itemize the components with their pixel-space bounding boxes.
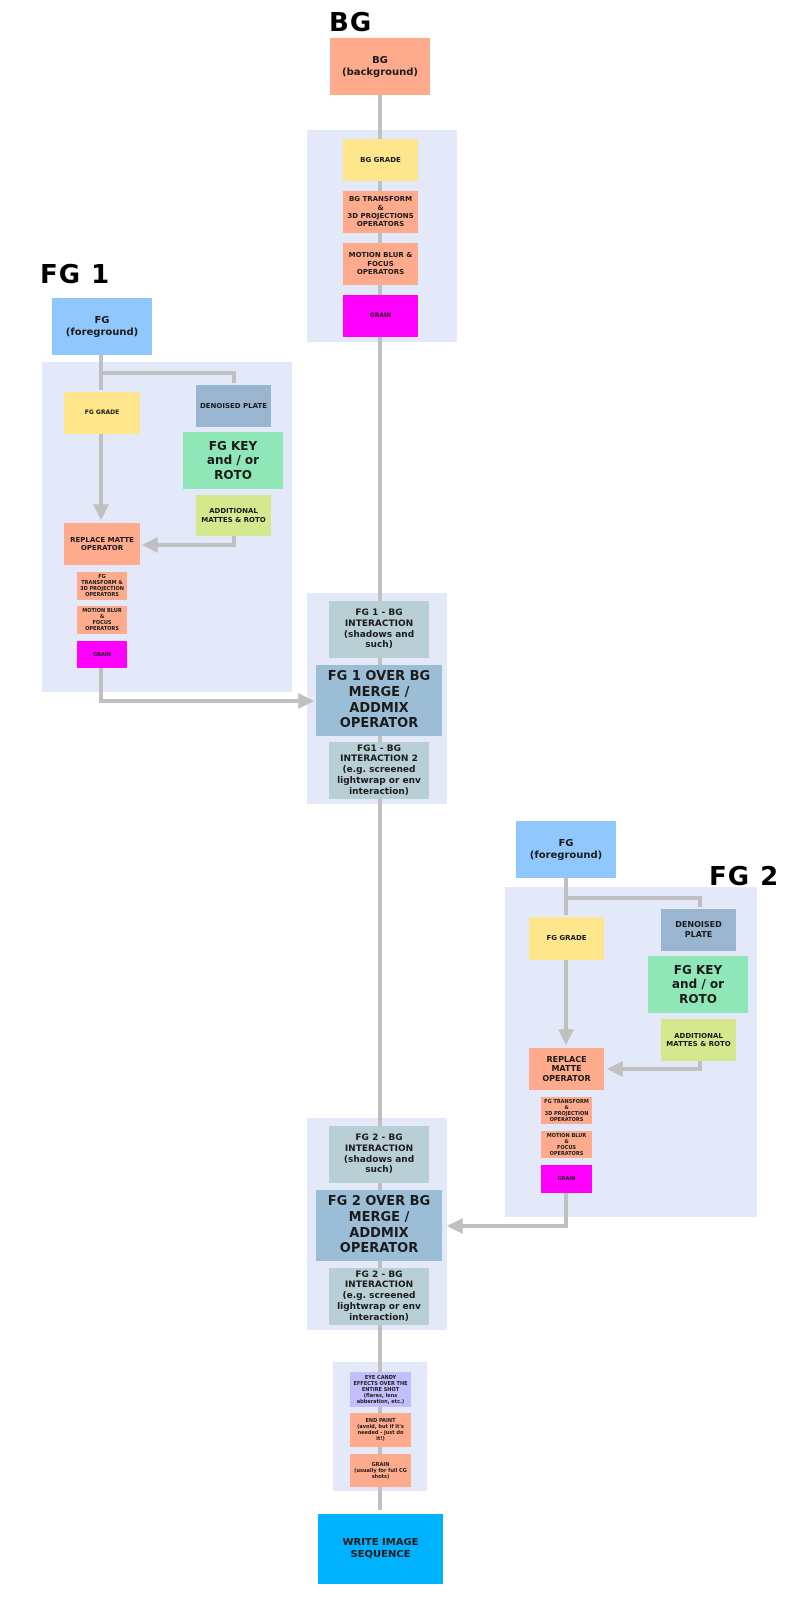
merge2-interaction-node[interactable]: FG 2 - BG INTERACTION (shadows and such) xyxy=(329,1126,429,1183)
merge1-over-bg-node[interactable]: FG 1 OVER BG MERGE / ADDMIX OPERATOR xyxy=(316,665,442,736)
fg1-mattes-to-replace-wire xyxy=(141,536,236,553)
fg1-denoised-plate-node[interactable]: DENOISED PLATE xyxy=(196,385,271,427)
fg2-heading: FG 2 xyxy=(709,862,780,892)
bg-source-node[interactable]: BG (background) xyxy=(330,38,430,95)
fg1-heading: FG 1 xyxy=(40,260,111,290)
fg2-transform-node[interactable]: FG TRANSFORM & 3D PROJECTION OPERATORS xyxy=(541,1097,592,1124)
fg1-to-merge1-wire xyxy=(99,668,315,709)
fg1-source-node[interactable]: FG (foreground) xyxy=(52,298,152,355)
bg-transform-node[interactable]: BG TRANSFORM & 3D PROJECTIONS OPERATORS xyxy=(343,191,418,233)
bg-heading: BG xyxy=(329,8,373,38)
merge1-interaction-node[interactable]: FG 1 - BG INTERACTION (shadows and such) xyxy=(329,601,429,658)
end-paint-node[interactable]: END PAINT (avoid, but if it's needed - j… xyxy=(350,1413,411,1447)
fg2-key-roto-node[interactable]: FG KEY and / or ROTO xyxy=(648,956,748,1013)
fg1-grain-node[interactable]: GRAIN xyxy=(77,641,127,668)
fg1-grade-node[interactable]: FG GRADE xyxy=(64,392,140,434)
bg-grade-node[interactable]: BG GRADE xyxy=(343,139,418,181)
fg2-motion-blur-node[interactable]: MOTION BLUR & FOCUS OPERATORS xyxy=(541,1131,592,1158)
fg2-source-node[interactable]: FG (foreground) xyxy=(516,821,616,878)
fg2-denoised-plate-node[interactable]: DENOISED PLATE xyxy=(661,909,736,951)
fg1-key-roto-node[interactable]: FG KEY and / or ROTO xyxy=(183,432,283,489)
merge2-over-bg-node[interactable]: FG 2 OVER BG MERGE / ADDMIX OPERATOR xyxy=(316,1190,442,1261)
merge1-interaction2-node[interactable]: FG1 - BG INTERACTION 2 (e.g. screened li… xyxy=(329,742,429,799)
fg2-additional-mattes-node[interactable]: ADDITIONAL MATTES & ROTO xyxy=(661,1019,736,1061)
fg2-grade-node[interactable]: FG GRADE xyxy=(529,917,604,960)
fg1-transform-node[interactable]: FG TRANSFORM & 3D PROJECTION OPERATORS xyxy=(77,572,127,600)
fg1-replace-matte-node[interactable]: REPLACE MATTE OPERATOR xyxy=(64,523,140,565)
fg1-motion-blur-node[interactable]: MOTION BLUR & FOCUS OPERATORS xyxy=(77,606,127,634)
fg2-mattes-to-replace-wire xyxy=(606,1061,702,1077)
fg2-to-merge2-wire xyxy=(446,1193,568,1234)
eye-candy-effects-node[interactable]: EYE CANDY EFFECTS OVER THE ENTIRE SHOT (… xyxy=(350,1372,411,1407)
fg2-grain-node[interactable]: GRAIN xyxy=(541,1165,592,1193)
bg-motion-blur-node[interactable]: MOTION BLUR & FOCUS OPERATORS xyxy=(343,243,418,285)
bg-grain-node[interactable]: GRAIN xyxy=(343,295,418,337)
fg1-additional-mattes-node[interactable]: ADDITIONAL MATTES & ROTO xyxy=(196,495,271,536)
fg2-denoise-branch-wire xyxy=(566,896,702,907)
fg1-denoise-branch-wire xyxy=(101,371,236,383)
merge2-interaction2-node[interactable]: FG 2 - BG INTERACTION (e.g. screened lig… xyxy=(329,1268,429,1325)
write-image-sequence-node[interactable]: WRITE IMAGE SEQUENCE xyxy=(318,1514,443,1584)
final-grain-node[interactable]: GRAIN (usually for full CG shots) xyxy=(350,1454,411,1487)
fg2-replace-matte-node[interactable]: REPLACE MATTE OPERATOR xyxy=(529,1048,604,1090)
